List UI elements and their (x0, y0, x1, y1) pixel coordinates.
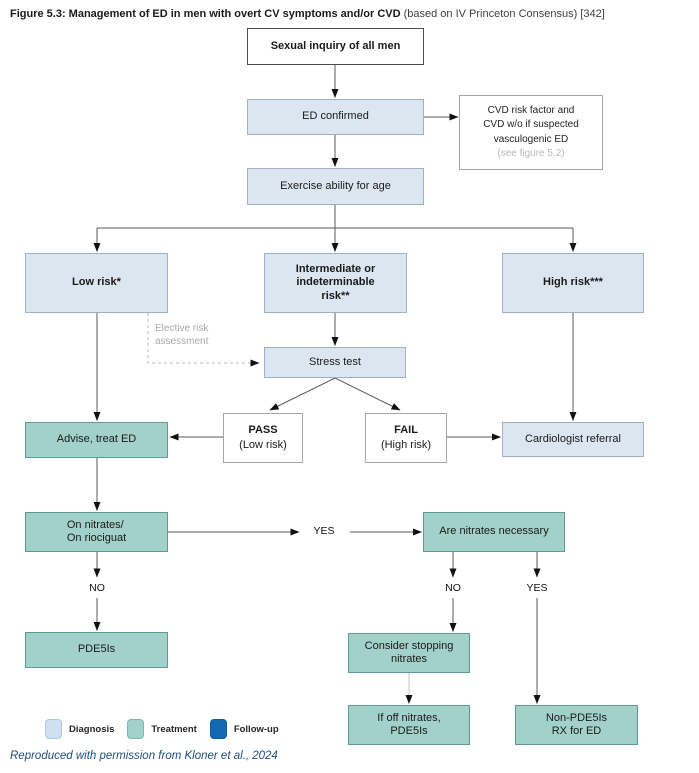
edge-label-no-from-on-nitrates: NO (89, 582, 105, 594)
elective-label-line1: Elective risk (155, 323, 209, 334)
node-stress-test-label: Stress test (309, 355, 361, 368)
figure-title: Figure 5.3: Management of ED in men with… (10, 8, 695, 20)
node-consider-stopping: Consider stopping nitrates (348, 633, 470, 673)
node-fail: FAIL (High risk) (365, 413, 447, 463)
treatment-swatch-icon (127, 719, 145, 739)
figure-title-suffix: (based on IV Princeton Consensus) [342] (400, 8, 605, 20)
node-intermediate-risk: Intermediate or indeterminable risk** (264, 253, 407, 313)
if-off-nitrates-line2: PDE5Is (390, 725, 428, 737)
node-low-risk-label: Low risk* (72, 276, 121, 289)
node-high-risk-label: High risk*** (543, 276, 603, 289)
on-nitrates-line1: On nitrates/ (66, 518, 124, 531)
node-sexual-inquiry: Sexual inquiry of all men (247, 28, 424, 65)
arrow-stresstest-to-fail (334, 377, 401, 411)
consider-stopping-line1: Consider stopping (364, 639, 454, 652)
consider-stopping-line2: nitrates (390, 653, 428, 665)
node-non-pde5is: Non-PDE5Is RX for ED (515, 705, 638, 745)
node-advise-treat-ed: Advise, treat ED (25, 422, 168, 458)
node-low-risk: Low risk* (25, 253, 168, 313)
non-pde5is-line2: RX for ED (551, 725, 602, 737)
pass-title: PASS (248, 424, 278, 436)
cvd-note-line2: CVD w/o if suspected (483, 119, 579, 130)
node-cvd-note: CVD risk factor and CVD w/o if suspected… (459, 95, 603, 170)
legend: Diagnosis Treatment Follow-up (45, 719, 292, 739)
arrow-stresstest-to-pass (269, 377, 336, 411)
fail-title: FAIL (394, 424, 418, 436)
node-exercise-ability: Exercise ability for age (247, 168, 424, 205)
elective-risk-assessment-label: Elective risk assessment (155, 322, 208, 348)
on-nitrates-line2: On riociguat (66, 532, 127, 544)
non-pde5is-line1: Non-PDE5Is (545, 711, 608, 724)
node-pass: PASS (Low risk) (223, 413, 303, 463)
cvd-note-line1: CVD risk factor and (487, 104, 575, 116)
legend-label-followup: Follow-up (233, 723, 279, 735)
node-advise-treat-ed-label: Advise, treat ED (56, 433, 137, 446)
node-if-off-nitrates: If off nitrates, PDE5Is (348, 705, 470, 745)
node-on-nitrates: On nitrates/ On riociguat (25, 512, 168, 552)
node-exercise-ability-label: Exercise ability for age (280, 179, 391, 192)
edge-label-yes-to-are-nitrates: YES (313, 525, 335, 537)
node-cardiologist-referral: Cardiologist referral (502, 422, 644, 457)
elective-label-line2: assessment (155, 336, 209, 347)
node-ed-confirmed-label: ED confirmed (302, 110, 369, 123)
legend-label-diagnosis: Diagnosis (69, 723, 115, 735)
diagnosis-swatch-icon (45, 719, 62, 739)
intermediate-line3: risk** (321, 289, 350, 302)
figure-title-bold: Figure 5.3: Management of ED in men with… (10, 8, 401, 20)
fail-subtitle: (High risk) (380, 439, 432, 451)
legend-label-treatment: Treatment (151, 723, 197, 735)
intermediate-line1: Intermediate or (295, 262, 376, 275)
legend-item-treatment: Treatment (127, 719, 197, 739)
if-off-nitrates-line1: If off nitrates, (377, 711, 441, 724)
cvd-note-line3: vasculogenic ED (493, 133, 569, 145)
node-sexual-inquiry-label: Sexual inquiry of all men (270, 39, 401, 52)
pass-subtitle: (Low risk) (239, 439, 287, 451)
branch-line (97, 205, 573, 229)
node-high-risk: High risk*** (502, 253, 644, 313)
node-pde5is: PDE5Is (25, 632, 168, 668)
legend-item-followup: Follow-up (209, 719, 279, 739)
node-ed-confirmed: ED confirmed (247, 99, 424, 135)
cvd-note-figure-ref: (see figure 5.2) (497, 148, 565, 159)
followup-swatch-icon (209, 719, 227, 739)
attribution-text: Reproduced with permission from Kloner e… (10, 750, 278, 762)
legend-item-diagnosis: Diagnosis (45, 719, 114, 739)
edge-label-yes-from-are-nitrates: YES (526, 582, 548, 594)
node-are-nitrates-necessary-label: Are nitrates necessary (439, 525, 549, 538)
node-stress-test: Stress test (264, 347, 406, 378)
intermediate-line2: indeterminable (296, 276, 375, 289)
node-on-nitrates-text: On nitrates/ On riociguat (67, 519, 126, 546)
edge-label-no-from-are-nitrates: NO (445, 582, 461, 594)
node-pde5is-label: PDE5Is (77, 643, 116, 656)
node-cardiologist-referral-label: Cardiologist referral (525, 432, 621, 445)
node-are-nitrates-necessary: Are nitrates necessary (423, 512, 565, 552)
